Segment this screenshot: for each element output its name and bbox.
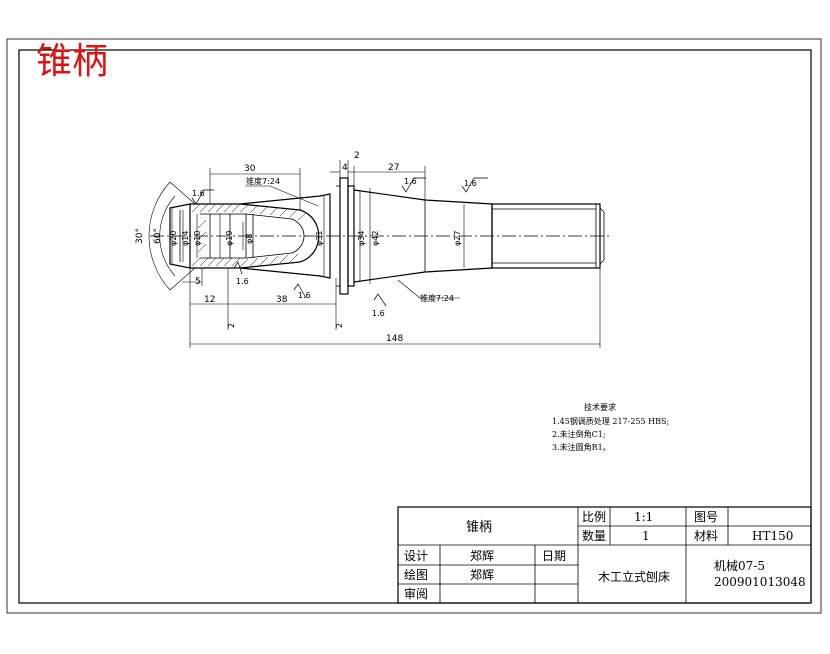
tb-design-label: 设计 <box>404 549 428 563</box>
dim-2-right: 2 <box>335 323 344 328</box>
red-title: 锥柄 <box>36 41 108 82</box>
tb-drawing-no-label: 图号 <box>694 510 718 524</box>
title-block: 锥柄 比例 1:1 图号 数量 1 材料 HT150 设计 郑辉 日期 绘图 郑… <box>397 506 812 604</box>
tb-design-name: 郑辉 <box>470 548 494 563</box>
tb-class-label: 机械07-5 <box>714 558 765 573</box>
tech-notes-line2: 2.未注倒角C1; <box>552 429 606 439</box>
taper-label-top: 锥度7:24 <box>246 176 280 186</box>
outer-frame <box>6 38 822 614</box>
dim-38: 38 <box>276 295 288 305</box>
tb-draw-name: 郑辉 <box>470 567 494 582</box>
roughness-1: 1.6 <box>192 189 205 198</box>
dim-phi8: φ8 <box>245 234 254 244</box>
dim-5: 5 <box>195 277 201 287</box>
tech-notes-line3: 3.未注圆角R1。 <box>552 442 611 452</box>
dim-60deg: 60° <box>153 228 163 244</box>
dim-12: 12 <box>204 295 215 305</box>
roughness-4: 1.6 <box>404 177 417 186</box>
dim-phi14: φ14 <box>181 231 190 246</box>
tb-scale-label: 比例 <box>582 510 606 524</box>
dim-27: 27 <box>388 163 399 173</box>
tech-notes-heading: 技术要求 <box>584 402 616 412</box>
tb-review-label: 审阅 <box>404 586 428 601</box>
roughness-3: 1.6 <box>298 291 311 300</box>
dimension-lines <box>148 160 601 348</box>
dim-148: 148 <box>386 334 403 344</box>
tb-material-value: HT150 <box>752 529 793 543</box>
taper-label-bottom: 锥度7:24 <box>420 293 454 303</box>
roughness-symbols <box>191 177 488 307</box>
tb-machine-name: 木工立式刨床 <box>598 569 670 584</box>
tb-qty-label: 数量 <box>582 528 606 543</box>
dim-phi10: φ10 <box>193 231 202 246</box>
tb-qty-value: 1 <box>642 529 650 543</box>
dim-phi27: φ27 <box>453 231 462 246</box>
dim-phi20: φ20 <box>169 231 178 246</box>
tb-student-id: 200901013048 <box>714 575 806 589</box>
tb-part-name: 锥柄 <box>466 520 492 535</box>
dim-2-left: 2 <box>227 323 236 328</box>
roughness-5: 1.6 <box>464 179 477 188</box>
inner-frame <box>18 49 812 604</box>
dim-2-top: 2 <box>354 151 360 161</box>
roughness-2: 1.6 <box>236 277 249 286</box>
tb-material-label: 材料 <box>694 529 718 543</box>
roughness-6: 1.6 <box>372 309 385 318</box>
dim-4: 4 <box>342 163 348 173</box>
tb-date-label: 日期 <box>542 549 566 563</box>
tb-draw-label: 绘图 <box>404 567 428 582</box>
tb-scale-value: 1:1 <box>634 510 653 524</box>
dim-phi31: φ31 <box>315 231 324 246</box>
tech-notes-line1: 1.45钢调质处理 217-255 HBS; <box>552 416 669 426</box>
part-outline <box>169 177 605 295</box>
dim-phi34: φ34 <box>357 231 366 246</box>
dim-phi19: φ19 <box>225 231 234 246</box>
dim-phi42: φ42 <box>371 231 380 246</box>
dim-30deg: 30° <box>135 228 145 244</box>
dim-30: 30 <box>244 164 256 174</box>
